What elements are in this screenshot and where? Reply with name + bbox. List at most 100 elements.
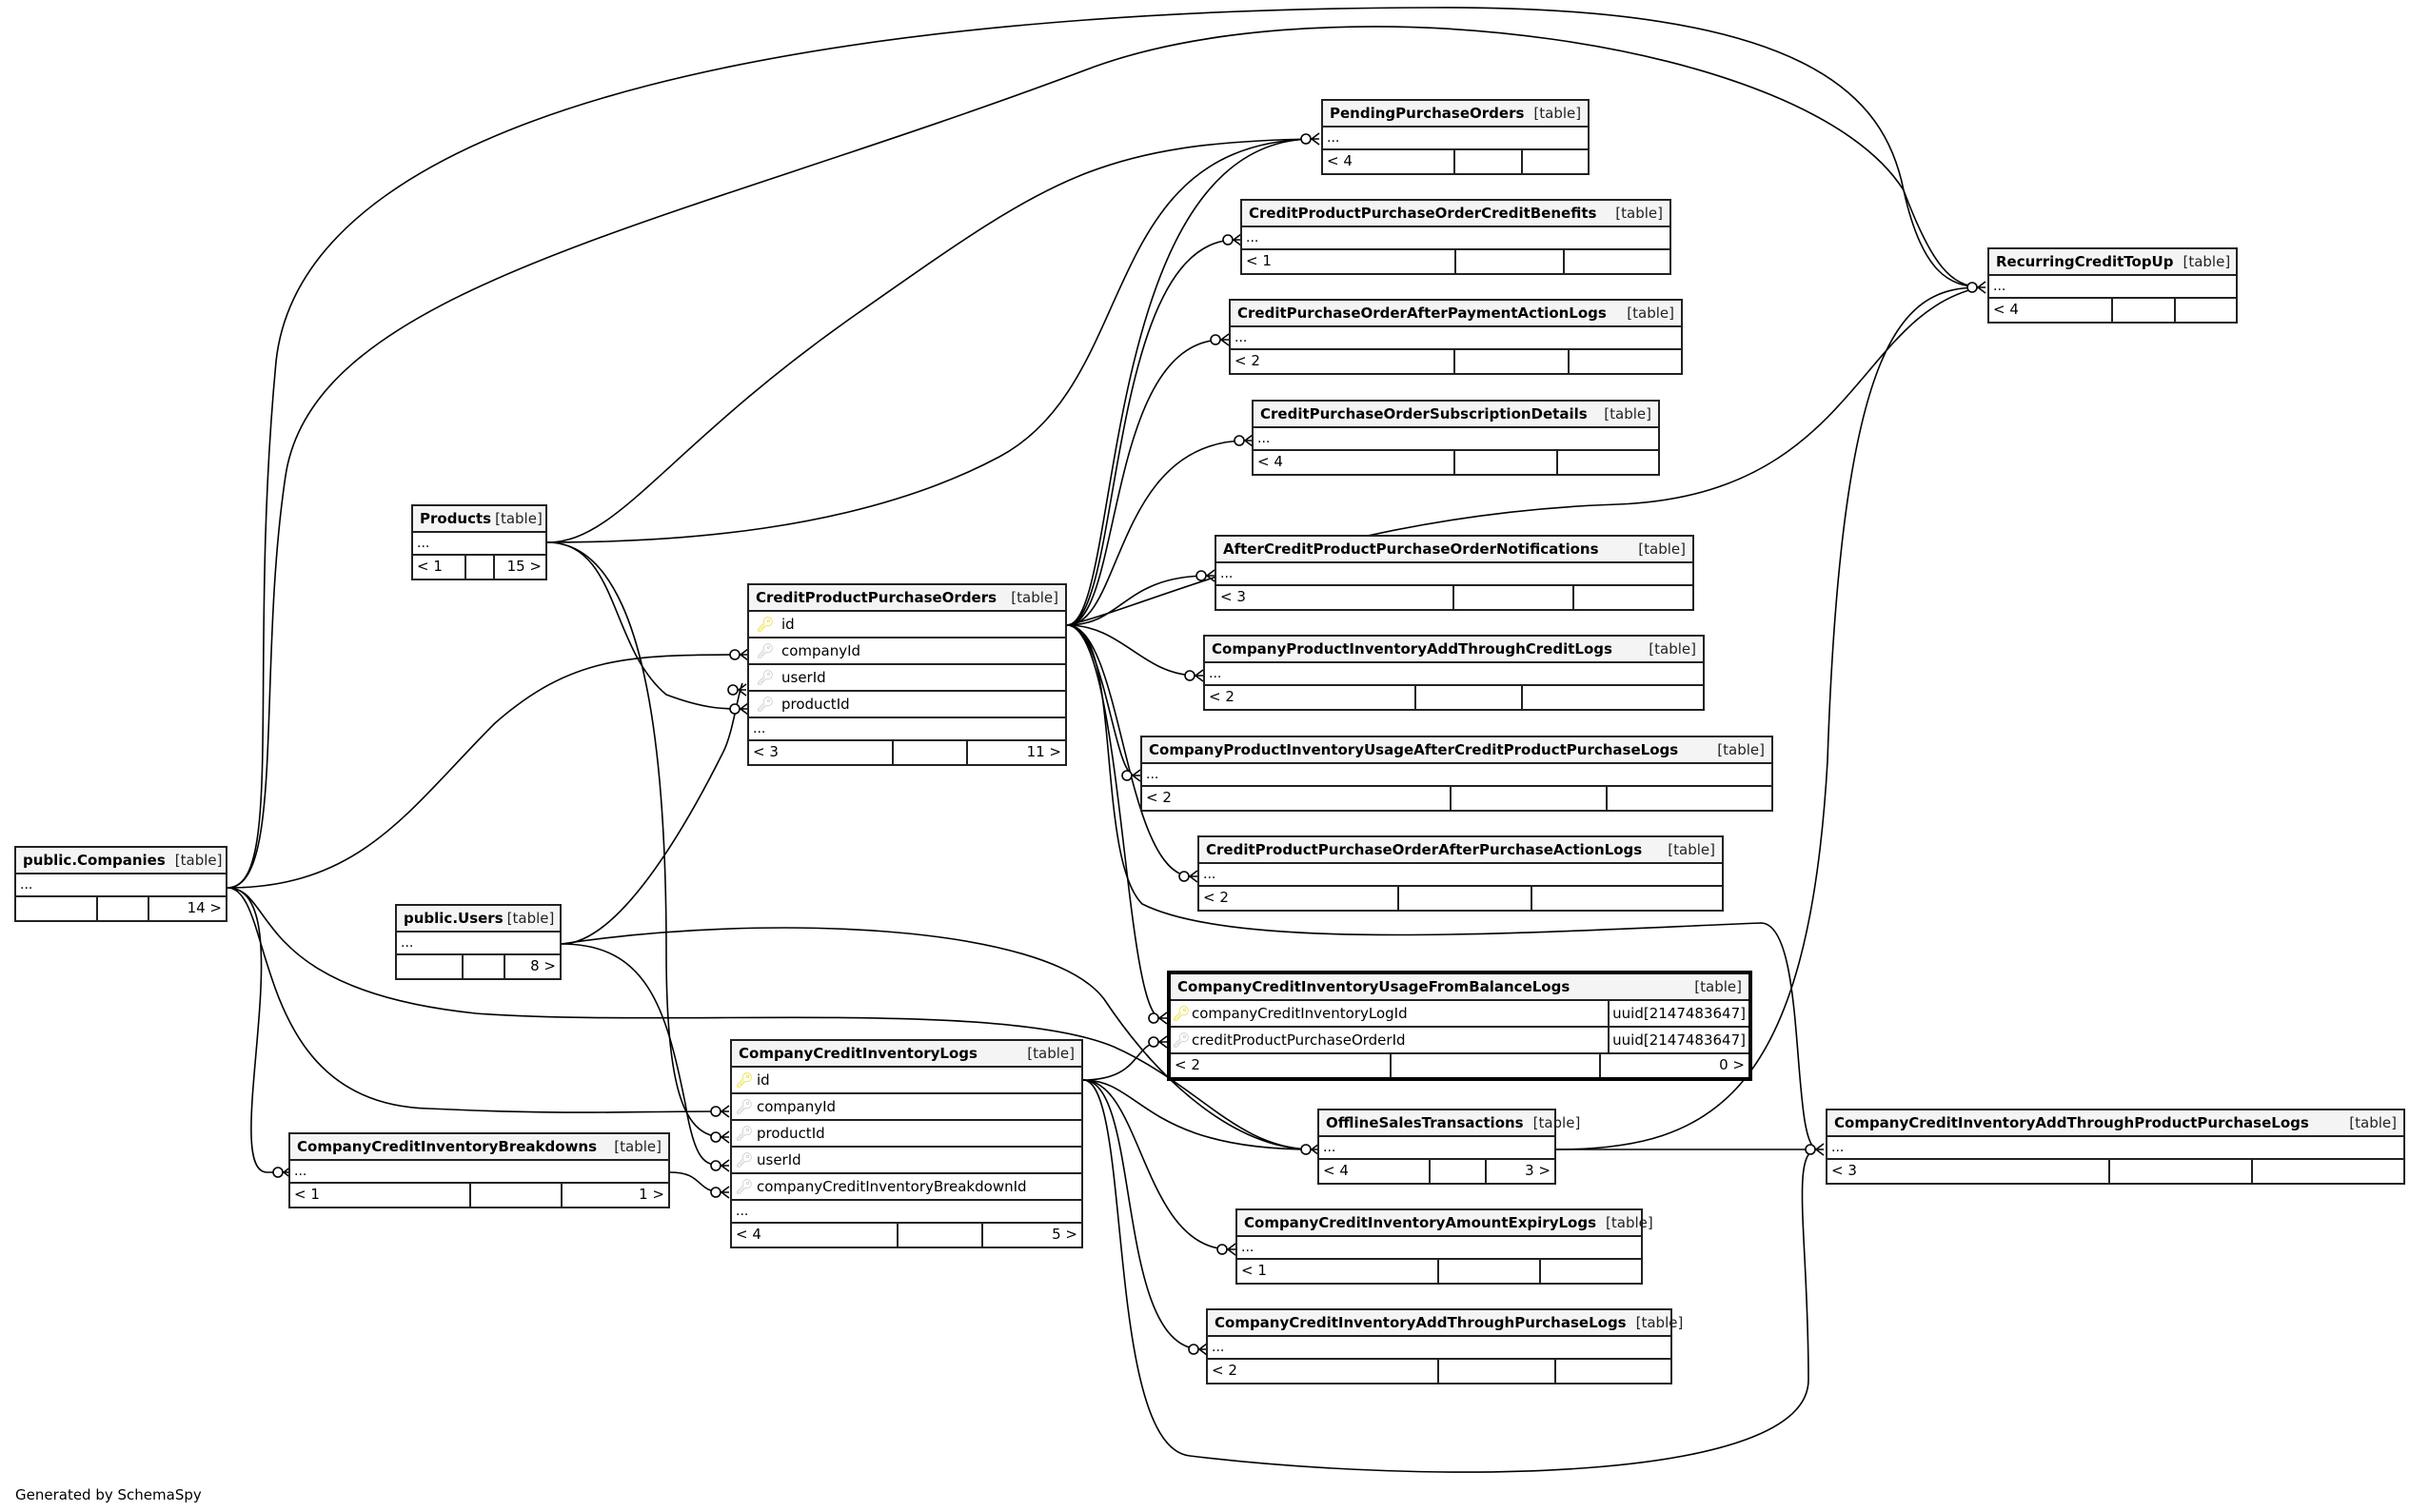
table-name[interactable]: public.Companies (23, 852, 166, 869)
column-row[interactable]: 🔑︎companyCreditInventoryBreakdownId (732, 1174, 1081, 1201)
foreign-key-icon: 🔑︎ (735, 1178, 754, 1195)
children-count[interactable] (1556, 1360, 1670, 1383)
table-name[interactable]: CompanyCreditInventoryLogs (739, 1045, 978, 1062)
rows-count (1454, 586, 1574, 609)
children-count[interactable]: 14 > (187, 899, 222, 916)
table-users[interactable]: public.Users[table] ... 8 > (395, 904, 562, 980)
table-name[interactable]: CompanyCreditInventoryAmountExpiryLogs (1244, 1214, 1597, 1231)
table-kind: [table] (614, 1138, 662, 1155)
column-row[interactable]: 🔑︎userId (732, 1148, 1081, 1174)
children-count[interactable]: 1 > (639, 1186, 664, 1203)
table-subscription-details[interactable]: CreditPurchaseOrderSubscriptionDetails[t… (1252, 400, 1660, 476)
crows-foot-marker (1189, 870, 1198, 883)
column-row[interactable]: 🔑︎userId (749, 665, 1065, 692)
table-credit-benefits[interactable]: CreditProductPurchaseOrderCreditBenefits… (1240, 199, 1671, 275)
parents-count[interactable]: < 2 (1208, 1360, 1439, 1383)
children-count[interactable] (1541, 1260, 1641, 1283)
table-name[interactable]: CreditPurchaseOrderAfterPaymentActionLog… (1237, 304, 1607, 322)
children-count[interactable] (1558, 451, 1658, 474)
children-count[interactable] (1523, 150, 1588, 173)
table-companies[interactable]: public.Companies[table] ... 14 > (14, 846, 227, 922)
children-count[interactable]: 15 > (506, 558, 542, 575)
children-count[interactable]: 0 > (1719, 1056, 1745, 1073)
parents-count[interactable]: < 2 (1231, 350, 1455, 373)
table-name[interactable]: AfterCreditProductPurchaseOrderNotificat… (1223, 540, 1599, 558)
parents-count[interactable]: < 3 (749, 741, 894, 764)
table-name[interactable]: Products (420, 510, 492, 527)
table-name[interactable]: CreditProductPurchaseOrderCreditBenefits (1249, 205, 1597, 222)
table-name[interactable]: CompanyProductInventoryUsageAfterCreditP… (1149, 741, 1679, 758)
table-add-through-purchase-logs[interactable]: CompanyCreditInventoryAddThroughPurchase… (1206, 1308, 1683, 1384)
table-name[interactable]: CompanyProductInventoryAddThroughCreditL… (1212, 640, 1612, 658)
parents-count[interactable]: < 1 (290, 1184, 471, 1207)
table-usage-from-balance-logs[interactable]: CompanyCreditInventoryUsageFromBalanceLo… (1167, 971, 1752, 1081)
table-name[interactable]: RecurringCreditTopUp (1996, 253, 2174, 270)
children-count[interactable] (1608, 787, 1771, 810)
table-add-through-product-purchase-logs[interactable]: CompanyCreditInventoryAddThroughProductP… (1826, 1109, 2405, 1185)
children-count[interactable] (1565, 250, 1669, 273)
more-columns: ... (1208, 1337, 1670, 1360)
column-row[interactable]: 🔑︎id (749, 612, 1065, 638)
parents-count[interactable]: < 2 (1142, 787, 1452, 810)
parents-count[interactable]: < 3 (1216, 586, 1454, 609)
children-count[interactable] (1570, 350, 1681, 373)
children-count[interactable] (1523, 686, 1703, 709)
parents-count[interactable]: < 4 (1323, 150, 1455, 173)
parents-count[interactable] (16, 897, 98, 920)
table-company-credit-inventory-logs[interactable]: CompanyCreditInventoryLogs[table] 🔑︎id 🔑… (730, 1039, 1083, 1248)
table-product-inventory-usage-after-purchase-logs[interactable]: CompanyProductInventoryUsageAfterCreditP… (1140, 736, 1773, 812)
parents-count[interactable]: < 2 (1199, 887, 1399, 910)
children-count[interactable] (2253, 1160, 2403, 1183)
children-count[interactable]: 3 > (1525, 1162, 1551, 1179)
relationship-line (546, 541, 724, 1138)
parents-count[interactable]: < 3 (1827, 1160, 2110, 1183)
table-footer: < 2 0 > (1171, 1054, 1748, 1077)
rows-count (1455, 350, 1570, 373)
table-after-purchase-action-logs[interactable]: CreditProductPurchaseOrderAfterPurchaseA… (1197, 835, 1724, 912)
children-count[interactable]: 8 > (530, 957, 556, 974)
table-name[interactable]: OfflineSalesTransactions (1326, 1114, 1524, 1131)
table-amount-expiry-logs[interactable]: CompanyCreditInventoryAmountExpiryLogs[t… (1235, 1208, 1653, 1285)
parents-count[interactable]: < 1 (413, 556, 466, 579)
column-row[interactable]: 🔑︎productId (732, 1121, 1081, 1148)
parents-count[interactable]: < 1 (1237, 1260, 1439, 1283)
parents-count[interactable]: < 4 (1989, 299, 2113, 322)
parents-count[interactable] (397, 955, 464, 978)
column-row[interactable]: 🔑︎companyId (749, 638, 1065, 665)
children-count[interactable] (1532, 887, 1722, 910)
parents-count[interactable]: < 4 (1254, 451, 1455, 474)
table-name[interactable]: CreditProductPurchaseOrderAfterPurchaseA… (1206, 841, 1643, 858)
relationship-line (227, 654, 743, 889)
parents-count[interactable]: < 2 (1205, 686, 1416, 709)
column-row[interactable]: 🔑︎id (732, 1068, 1081, 1094)
table-name[interactable]: CreditPurchaseOrderSubscriptionDetails (1260, 405, 1588, 422)
table-order-notifications[interactable]: AfterCreditProductPurchaseOrderNotificat… (1215, 535, 1694, 611)
table-product-inventory-add-through-credit-logs[interactable]: CompanyProductInventoryAddThroughCreditL… (1203, 635, 1705, 711)
table-pending-purchase-orders[interactable]: PendingPurchaseOrders[table] ... < 4 (1321, 99, 1590, 175)
children-count[interactable] (2176, 299, 2236, 322)
parents-count[interactable]: < 4 (732, 1224, 899, 1247)
table-name[interactable]: CompanyCreditInventoryUsageFromBalanceLo… (1177, 978, 1570, 995)
children-count[interactable]: 11 > (1026, 743, 1061, 760)
table-credit-product-purchase-orders[interactable]: CreditProductPurchaseOrders[table] 🔑︎id … (747, 583, 1067, 766)
parents-count[interactable]: < 4 (1319, 1160, 1431, 1183)
table-name[interactable]: CompanyCreditInventoryBreakdowns (297, 1138, 598, 1155)
table-name[interactable]: public.Users (404, 910, 504, 927)
column-row[interactable]: 🔑︎companyId (732, 1094, 1081, 1121)
parents-count[interactable]: < 2 (1171, 1054, 1392, 1077)
table-name[interactable]: CreditProductPurchaseOrders (756, 589, 998, 606)
table-after-payment-action-logs[interactable]: CreditPurchaseOrderAfterPaymentActionLog… (1229, 299, 1683, 375)
table-name[interactable]: CompanyCreditInventoryAddThroughPurchase… (1215, 1314, 1627, 1331)
children-count[interactable] (1574, 586, 1692, 609)
parents-count[interactable]: < 1 (1242, 250, 1456, 273)
table-name[interactable]: CompanyCreditInventoryAddThroughProductP… (1834, 1114, 2309, 1131)
table-company-credit-inventory-breakdowns[interactable]: CompanyCreditInventoryBreakdowns[table] … (288, 1132, 670, 1208)
table-recurring-credit-top-up[interactable]: RecurringCreditTopUp[table] ... < 4 (1987, 247, 2238, 324)
column-row[interactable]: 🔑︎productId (749, 692, 1065, 718)
table-name[interactable]: PendingPurchaseOrders (1330, 105, 1525, 122)
children-count[interactable]: 5 > (1052, 1226, 1077, 1243)
